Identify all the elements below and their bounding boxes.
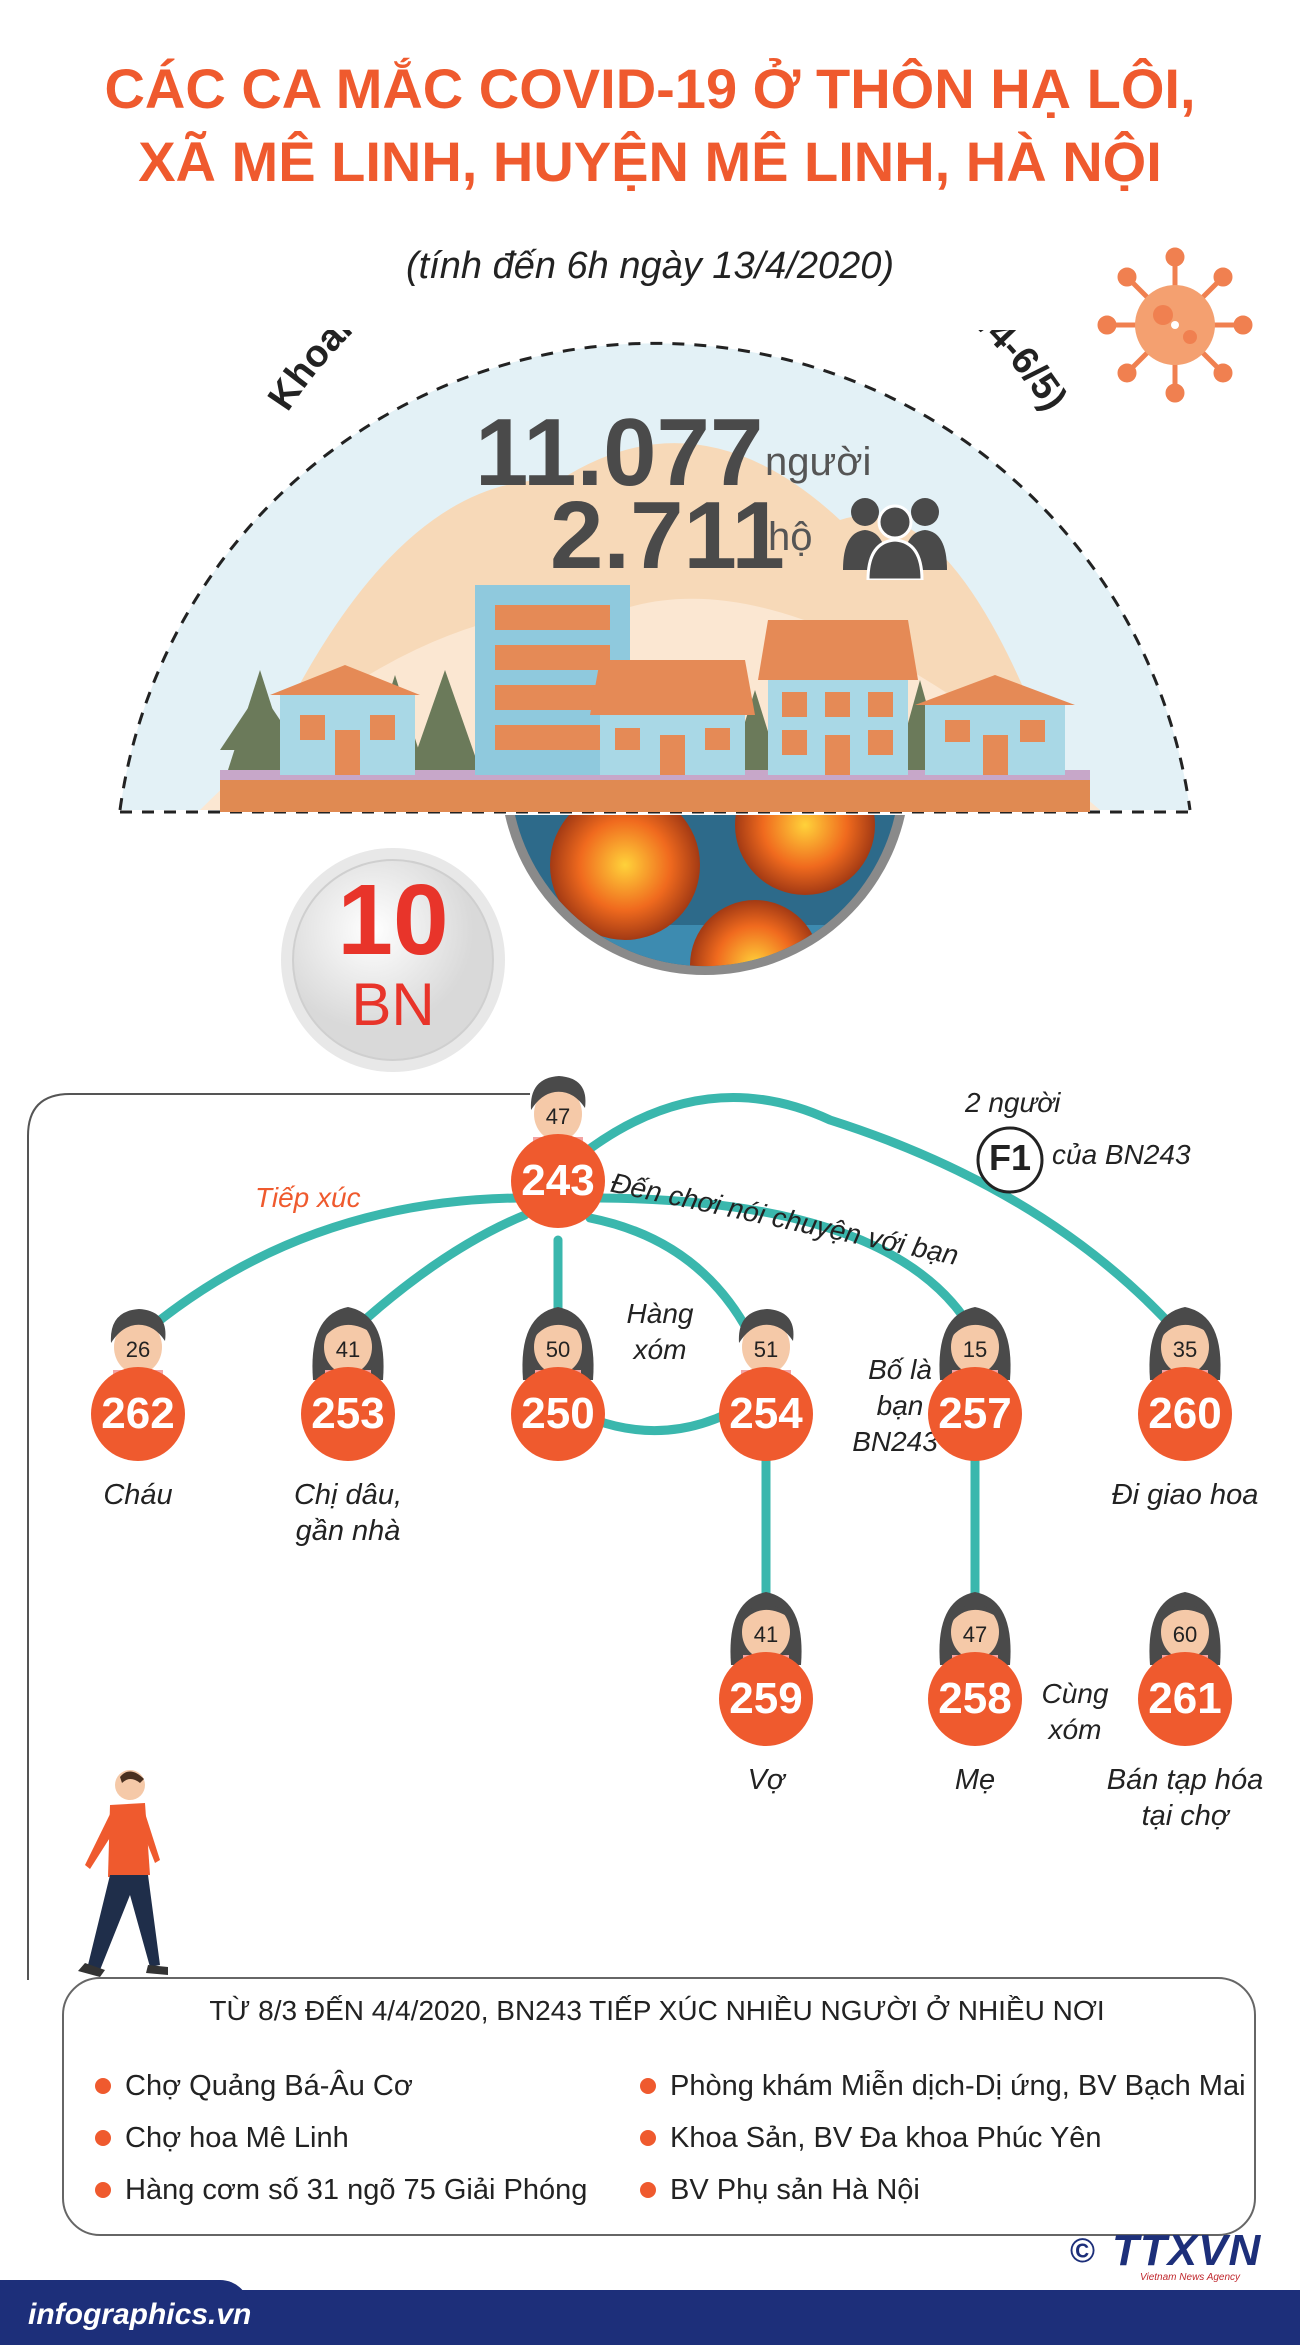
bullet-icon [95,2130,111,2146]
person-avatar-icon [1149,1307,1221,1385]
bullet-icon [95,2078,111,2094]
patient-id-badge: 262 [91,1367,185,1461]
ttxvn-logo-sub: Vietnam News Agency [1140,2272,1241,2283]
link-lines [133,1093,1185,1630]
contact-item: BV Phụ sản Hà Nội [640,2164,1246,2216]
contact-item: Hàng cơm số 31 ngõ 75 Giải Phóng [95,2164,587,2216]
patient-id-badge: 250 [511,1367,605,1461]
bullet-icon [640,2130,656,2146]
patient-note: tại chợ [1141,1800,1229,1832]
patient-note: Vợ [747,1764,785,1796]
patient-age: 47 [962,1622,988,1647]
patient-age: 26 [125,1337,151,1362]
total-unit: BN [351,971,435,1038]
cung-xom-label-2: xóm [1048,1714,1102,1745]
total-badge-circle [281,848,505,1072]
patient-note: Đi giao hoa [1111,1479,1259,1511]
patient-id-badge: 253 [301,1367,395,1461]
patient-note: Bán tạp hóa [1106,1764,1264,1796]
virus-photo [505,815,905,975]
title-line-2: XÃ MÊ LINH, HUYỆN MÊ LINH, HÀ NỘI [138,130,1162,193]
f1-note-2: của BN243 [1052,1139,1191,1170]
hang-xom-label-1: Hàng [626,1298,694,1329]
patient-age: 51 [753,1337,779,1362]
household-count: 2.711 [550,482,785,589]
contact-label: Chợ hoa Mê Linh [125,2121,349,2154]
patient-note: Cháu [103,1479,173,1511]
contact-label: Chợ Quảng Bá-Âu Cơ [125,2069,413,2102]
virus-icon [1097,247,1253,403]
bullet-icon [640,2078,656,2094]
bo-la-label-1: Bố là [868,1354,932,1385]
contact-item: Phòng khám Miễn dịch-Dị ứng, BV Bạch Mai [640,2060,1246,2112]
hang-xom-label-2: xóm [633,1334,687,1365]
patient-note: Chị dâu, [293,1479,402,1511]
patient-id-badge: 260 [1138,1367,1232,1461]
patient-note: gần nhà [295,1515,401,1547]
patient-id-badge: 243 [511,1134,605,1228]
total-count: 10 [337,864,449,976]
quarantine-dome: Khoanh vùng cách ly toàn bộ thôn Hạ Lôi … [118,330,1192,814]
footer-tab [0,2280,250,2345]
contacts-box [62,1977,1256,2236]
tiep-xuc-label: Tiếp xúc [255,1182,361,1213]
patient-age: 41 [753,1622,779,1647]
contacts-right-list: Phòng khám Miễn dịch-Dị ứng, BV Bạch Mai… [640,2060,1246,2216]
bullet-icon [95,2182,111,2198]
contact-label: Khoa Sản, BV Đa khoa Phúc Yên [670,2121,1102,2154]
contacts-title: TỪ 8/3 ĐẾN 4/4/2020, BN243 TIẾP XÚC NHIỀ… [209,1995,1105,2026]
patient-age: 60 [1172,1622,1198,1647]
contact-item: Khoa Sản, BV Đa khoa Phúc Yên [640,2112,1246,2164]
people-group-icon [843,498,947,580]
bo-la-label-2: bạn [876,1390,924,1421]
f1-badge [976,1126,1044,1194]
patient-id-badge: 261 [1138,1652,1232,1746]
f1-badge-label: F1 [988,1137,1031,1178]
subtitle: (tính đến 6h ngày 13/4/2020) [405,245,895,287]
bullet-icon [640,2182,656,2198]
contact-item: Chợ Quảng Bá-Âu Cơ [95,2060,587,2112]
patient-note: Mẹ [954,1764,996,1796]
copyright-icon: © [1070,2232,1096,2270]
ttxvn-logo: TTXVN [1112,2226,1262,2275]
patient-age: 50 [545,1337,571,1362]
footer-site-link[interactable]: infographics.vn [28,2298,252,2331]
patient-age: 15 [962,1337,988,1362]
contact-label: BV Phụ sản Hà Nội [670,2173,920,2206]
patient-age: 47 [545,1104,571,1129]
transmission-network [27,1093,1185,1980]
patient-id-badge: 257 [928,1367,1022,1461]
f1-note-1: 2 người [965,1087,1061,1118]
title-line-1: CÁC CA MẮC COVID-19 Ở THÔN HẠ LÔI, [104,57,1196,120]
patient-age: 35 [1172,1337,1198,1362]
patient-id-badge: 259 [719,1652,813,1746]
contact-item: Chợ hoa Mê Linh [95,2112,587,2164]
household-unit: hộ [768,515,813,559]
people-unit: người [765,440,872,484]
contacts-left-list: Chợ Quảng Bá-Âu Cơ Chợ hoa Mê Linh Hàng … [95,2060,587,2216]
walking-person-icon [78,1770,168,1977]
contact-label: Hàng cơm số 31 ngõ 75 Giải Phóng [125,2173,588,2206]
patient-age: 41 [335,1337,361,1362]
contact-label: Phòng khám Miễn dịch-Dị ứng, BV Bạch Mai [670,2069,1246,2102]
person-avatar-icon [1149,1592,1221,1670]
patient-id-badge: 254 [719,1367,813,1461]
cung-xom-label-1: Cùng [1041,1678,1109,1709]
bo-la-label-3: BN243 [852,1426,938,1457]
people-count: 11.077 [475,399,764,506]
patient-id-badge: 258 [928,1652,1022,1746]
